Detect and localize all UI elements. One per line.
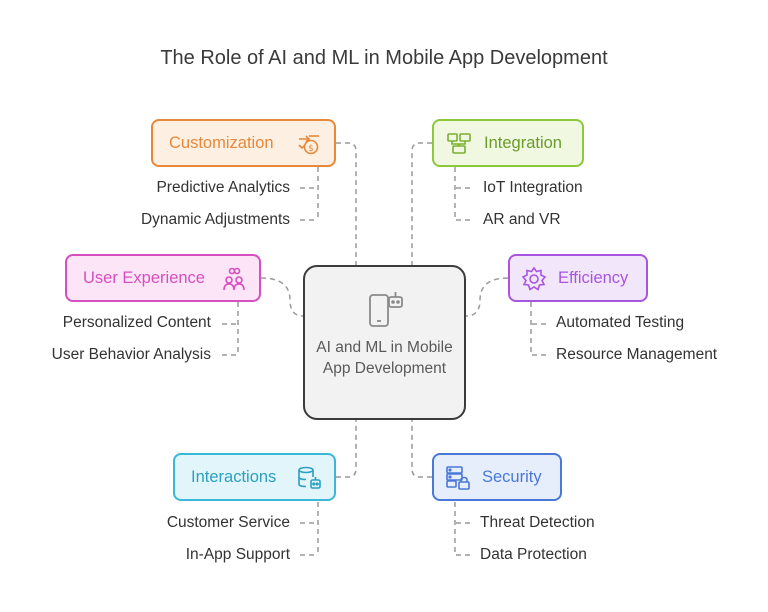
network-devices-icon <box>446 131 472 162</box>
customization-box: Customization $ <box>151 119 336 167</box>
gear-icon <box>521 266 547 297</box>
server-lock-icon <box>445 465 471 496</box>
connector-efficiency <box>465 277 509 317</box>
customization-label: Customization <box>169 133 274 152</box>
efficiency-item-2: Resource Management <box>556 346 718 363</box>
leader-user-experience <box>222 302 239 356</box>
efficiency-item-1: Automated Testing <box>556 314 685 331</box>
security-item-1: Threat Detection <box>480 514 595 531</box>
efficiency-label: Efficiency <box>558 268 629 287</box>
interactions-item-1: Customer Service <box>166 514 290 531</box>
customization-item-2: Dynamic Adjustments <box>140 211 290 228</box>
interactions-label: Interactions <box>191 467 277 486</box>
connector-integration <box>411 142 432 265</box>
mobile-robot-icon <box>367 289 407 334</box>
integration-label: Integration <box>484 133 562 152</box>
leader-efficiency <box>530 302 546 356</box>
user-experience-item-1: Personalized Content <box>62 314 211 331</box>
user-experience-box: User Experience <box>65 254 261 302</box>
security-item-2: Data Protection <box>480 546 587 563</box>
interactions-box: Interactions <box>173 453 336 501</box>
integration-box: Integration <box>432 119 584 167</box>
user-experience-label: User Experience <box>83 268 205 287</box>
leader-customization <box>300 167 319 221</box>
leader-integration <box>454 167 470 221</box>
connector-security <box>411 420 432 478</box>
connector-interactions <box>336 420 357 478</box>
diagram-title: The Role of AI and ML in Mobile App Deve… <box>160 47 608 69</box>
users-icon <box>221 266 247 297</box>
integration-item-1: IoT Integration <box>483 179 583 196</box>
user-experience-item-2: User Behavior Analysis <box>51 346 211 363</box>
interactions-item-2: In-App Support <box>185 546 290 563</box>
efficiency-box: Efficiency <box>508 254 648 302</box>
security-box: Security <box>432 453 562 501</box>
leader-security <box>454 502 470 556</box>
connector-user-experience <box>260 277 304 317</box>
security-label: Security <box>482 467 542 486</box>
money-exchange-icon: $ <box>296 131 322 162</box>
database-bot-icon <box>296 465 322 496</box>
leader-interactions <box>300 502 319 556</box>
integration-item-2: AR and VR <box>483 211 561 228</box>
center-node: AI and ML in Mobile App Development <box>303 265 466 420</box>
svg-text:$: $ <box>308 144 314 154</box>
connector-customization <box>336 142 357 265</box>
center-label: AI and ML in Mobile App Development <box>316 339 453 377</box>
customization-item-1: Predictive Analytics <box>156 179 290 196</box>
